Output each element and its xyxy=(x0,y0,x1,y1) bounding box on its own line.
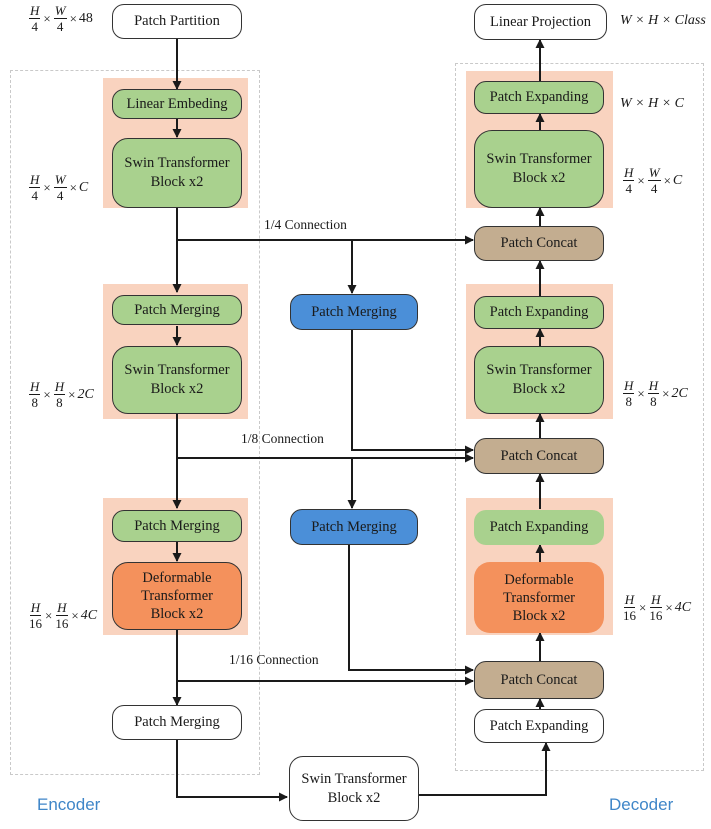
patch-partition-node: Patch Partition xyxy=(112,4,242,39)
encoder-label: Encoder xyxy=(37,795,101,814)
swin-transformer-block-1: Swin Transformer Block x2 xyxy=(112,138,242,208)
connection-label-1-4: 1/4 Connection xyxy=(264,217,347,232)
connection-label-1-16: 1/16 Connection xyxy=(229,652,319,667)
decoder-patch-expanding-bottom: Patch Expanding xyxy=(474,709,604,743)
connection-label-1-8: 1/8 Connection xyxy=(241,431,324,446)
bottleneck-swin-transformer-block: Swin Transformer Block x2 xyxy=(289,756,419,821)
middle-patch-merging-1: Patch Merging xyxy=(290,294,418,330)
encoder-group-border xyxy=(10,70,260,775)
encoder-patch-merging-2: Patch Merging xyxy=(112,510,242,542)
decoder-swin-transformer-block-top: Swin Transformer Block x2 xyxy=(474,130,604,208)
middle-patch-merging-2: Patch Merging xyxy=(290,509,418,545)
linear-embedding-node: Linear Embeding xyxy=(112,89,242,119)
deformable-transformer-block-encoder: Deformable Transformer Block x2 xyxy=(112,562,242,630)
decoder-label: Decoder xyxy=(609,795,674,814)
encoder-patch-merging-3: Patch Merging xyxy=(112,705,242,740)
encoder-patch-merging-1: Patch Merging xyxy=(112,295,242,325)
decoder-patch-expanding-top: Patch Expanding xyxy=(474,81,604,114)
decoder-patch-expanding-mid: Patch Expanding xyxy=(474,296,604,329)
deformable-transformer-block-decoder: Deformable Transformer Block x2 xyxy=(474,562,604,633)
patch-concat-3: Patch Concat xyxy=(474,661,604,699)
dim-decoder-whc: W × H × C xyxy=(620,96,685,111)
patch-concat-2: Patch Concat xyxy=(474,438,604,474)
swin-transformer-block-2: Swin Transformer Block x2 xyxy=(112,346,242,414)
decoder-group-border xyxy=(455,63,704,771)
dim-output: W × H × Class xyxy=(620,13,706,28)
patch-concat-1: Patch Concat xyxy=(474,226,604,261)
decoder-patch-expanding-low: Patch Expanding xyxy=(474,510,604,545)
decoder-swin-transformer-block-mid: Swin Transformer Block x2 xyxy=(474,346,604,414)
linear-projection-node: Linear Projection xyxy=(474,4,607,40)
